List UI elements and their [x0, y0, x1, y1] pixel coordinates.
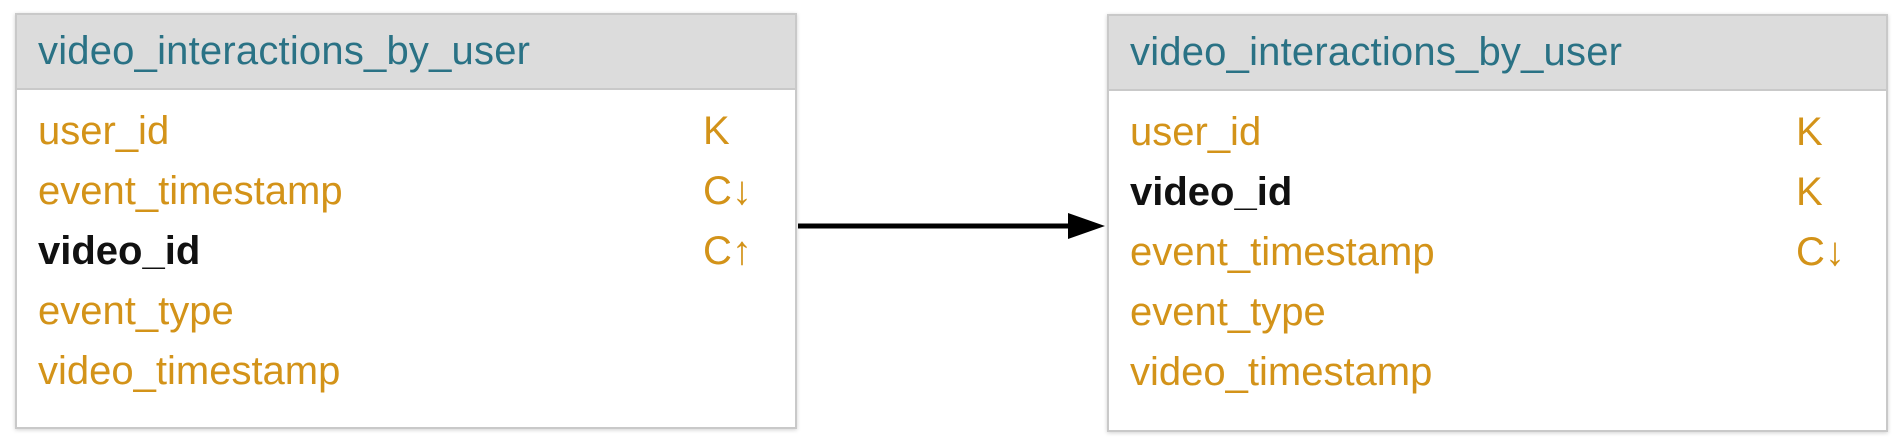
- table-right: video_interactions_by_user user_id K vid…: [1107, 14, 1888, 432]
- column-row: user_id K: [17, 101, 795, 161]
- column-name: video_timestamp: [38, 348, 341, 393]
- table-header: video_interactions_by_user: [17, 15, 795, 90]
- arrow-head-icon: [1068, 213, 1105, 239]
- column-key: C↑: [703, 228, 752, 273]
- table-title: video_interactions_by_user: [38, 29, 531, 73]
- table-header: video_interactions_by_user: [1109, 16, 1886, 91]
- column-row-highlighted: video_id C↑: [17, 221, 795, 281]
- column-name: video_id: [1130, 169, 1293, 214]
- column-row: video_timestamp: [1109, 342, 1886, 402]
- column-name: event_type: [38, 288, 234, 333]
- column-row: user_id K: [1109, 102, 1886, 162]
- table-title: video_interactions_by_user: [1130, 30, 1623, 74]
- column-name: event_timestamp: [1130, 229, 1435, 274]
- column-name: video_timestamp: [1130, 349, 1433, 394]
- column-key: C↓: [1796, 229, 1845, 274]
- column-list: user_id K event_timestamp C↓ video_id C↑…: [17, 90, 795, 401]
- column-row: event_type: [17, 281, 795, 341]
- column-row: event_timestamp C↓: [1109, 222, 1886, 282]
- column-row: event_type: [1109, 282, 1886, 342]
- column-name: video_id: [38, 228, 201, 273]
- column-row-highlighted: video_id K: [1109, 162, 1886, 222]
- column-key: K: [1796, 109, 1823, 154]
- table-left: video_interactions_by_user user_id K eve…: [15, 13, 797, 429]
- column-row: video_timestamp: [17, 341, 795, 401]
- column-name: user_id: [1130, 109, 1262, 154]
- column-row: event_timestamp C↓: [17, 161, 795, 221]
- column-key: C↓: [703, 168, 752, 213]
- column-key: K: [1796, 169, 1823, 214]
- column-list: user_id K video_id K event_timestamp C↓ …: [1109, 91, 1886, 402]
- column-name: event_type: [1130, 289, 1326, 334]
- column-name: user_id: [38, 108, 170, 153]
- column-key: K: [703, 108, 730, 153]
- column-name: event_timestamp: [38, 168, 343, 213]
